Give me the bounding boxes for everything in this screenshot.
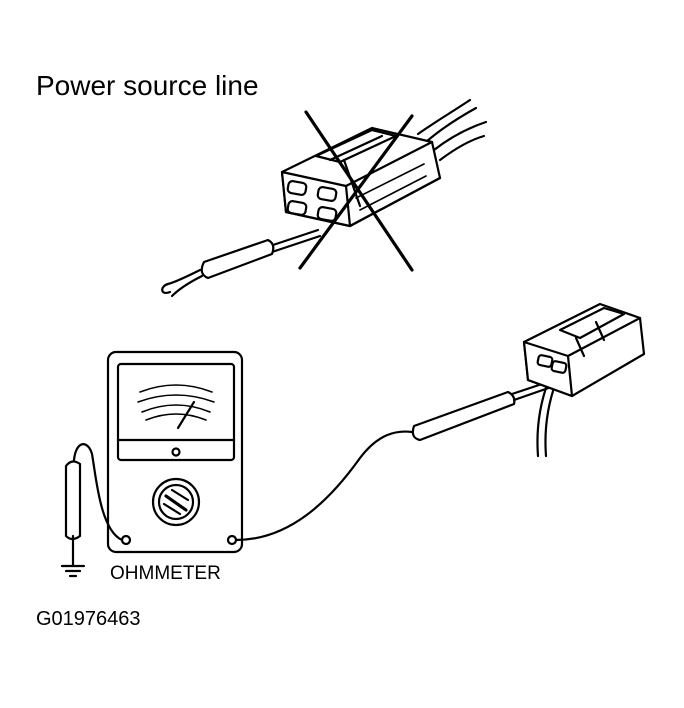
power-source-connector: [280, 98, 488, 228]
ohmmeter: [106, 350, 244, 554]
ohmmeter-label: OHMMETER: [110, 563, 221, 584]
cross-out-mark: [298, 110, 414, 272]
diagram-title: Power source line: [36, 70, 259, 101]
test-connector: [522, 302, 646, 458]
figure-code: G01976463: [36, 608, 141, 630]
top-probe: [161, 228, 322, 298]
ground-probe: [60, 443, 124, 578]
test-lead: [234, 376, 562, 542]
